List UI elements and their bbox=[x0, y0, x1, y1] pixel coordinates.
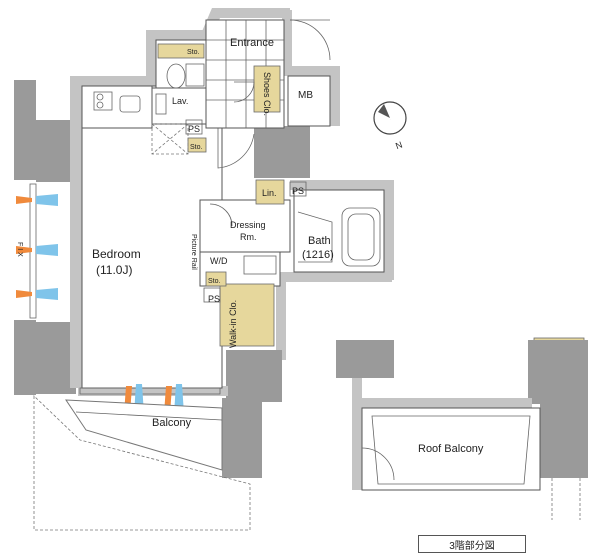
wall-balcony-right bbox=[222, 398, 262, 478]
roof-pillar-left bbox=[336, 340, 394, 378]
sink-icon bbox=[119, 95, 141, 113]
lav-area bbox=[151, 87, 207, 125]
label-storage-top: Sto. bbox=[187, 49, 200, 56]
label-ps-upper: PS bbox=[188, 124, 200, 134]
label-ps-closet: PS bbox=[208, 294, 220, 304]
roof-wall-left bbox=[352, 378, 362, 490]
label-fix: F I X bbox=[16, 242, 23, 257]
dressing-room bbox=[199, 199, 291, 253]
label-ps-bath: PS bbox=[292, 186, 304, 196]
entrance-door-swing bbox=[289, 19, 331, 61]
pillar-left-upper bbox=[36, 120, 76, 182]
walk-in-closet bbox=[219, 283, 275, 347]
mb-room bbox=[287, 75, 331, 127]
label-balcony: Balcony bbox=[152, 417, 192, 429]
label-mb: MB bbox=[298, 90, 313, 101]
label-roof-balcony: Roof Balcony bbox=[418, 443, 484, 455]
wall-bath-top bbox=[290, 180, 390, 190]
roof-balcony-floor bbox=[361, 407, 541, 491]
bathtub-inner bbox=[347, 213, 375, 261]
kitchen-area bbox=[81, 85, 153, 129]
label-storage-wd: Sto. bbox=[208, 278, 221, 285]
label-shoes-closet: Shoes Clo. bbox=[262, 72, 272, 116]
label-north: N bbox=[394, 140, 404, 152]
room-door-swing bbox=[217, 128, 255, 169]
roof-wall-top bbox=[356, 398, 532, 408]
wall-lav-left bbox=[146, 36, 156, 86]
label-bedroom-size: (11.0J) bbox=[96, 263, 132, 277]
wall-lav-top bbox=[146, 30, 218, 40]
exterior-walls bbox=[14, 8, 394, 478]
ps-box-upper bbox=[185, 119, 203, 135]
label-wd: W/D bbox=[210, 256, 228, 266]
wall-mb-right bbox=[330, 66, 340, 126]
label-bath: Bath bbox=[308, 235, 331, 247]
pillar-left-lower bbox=[36, 322, 76, 394]
airflow-left bbox=[16, 194, 58, 300]
roof-door-swing bbox=[361, 447, 395, 481]
label-dressing-rm: Rm. bbox=[240, 232, 257, 242]
roof-balcony-section bbox=[336, 340, 588, 520]
label-entrance: Entrance bbox=[230, 37, 274, 49]
linen-closet bbox=[255, 179, 285, 205]
wall-bedroom-bottom bbox=[78, 386, 228, 396]
bath-room bbox=[293, 189, 385, 273]
ps-box-closet bbox=[203, 287, 221, 303]
wall-kitchen-top bbox=[70, 76, 152, 86]
wall-mb-top bbox=[282, 66, 338, 76]
floor-note: 3階部分図 bbox=[418, 535, 526, 553]
label-storage-lav: Sto. bbox=[190, 144, 203, 151]
wall-entrance-right bbox=[282, 10, 292, 74]
pillar-bottom-right bbox=[226, 350, 282, 402]
washing-machine-space bbox=[151, 123, 189, 155]
fridge-icon bbox=[155, 93, 167, 115]
wall-entrance-top bbox=[200, 8, 290, 40]
wall-bath-bottom bbox=[280, 272, 392, 282]
shoes-door-swing bbox=[233, 81, 255, 103]
wall-bedroom-left bbox=[70, 82, 82, 388]
washer-icon bbox=[243, 255, 277, 275]
stove-icon bbox=[93, 91, 113, 111]
compass-icon bbox=[373, 101, 407, 135]
bathtub-icon bbox=[341, 207, 381, 267]
ps-box-bath bbox=[289, 181, 307, 197]
bedroom-floor bbox=[81, 85, 223, 389]
wall-left-upper bbox=[14, 80, 36, 180]
label-linen: Lin. bbox=[262, 188, 277, 198]
shoes-closet bbox=[253, 65, 281, 113]
roof-pillar-right bbox=[528, 340, 588, 404]
balcony-area bbox=[33, 395, 251, 531]
label-dressing: Dressing bbox=[230, 220, 266, 230]
wall-left-lower bbox=[14, 320, 36, 395]
storage-wd bbox=[205, 271, 227, 287]
label-bedroom: Bedroom bbox=[92, 247, 141, 261]
storage-top bbox=[157, 43, 205, 59]
burner-icon bbox=[96, 101, 104, 109]
bath-door bbox=[297, 211, 333, 263]
burner-icon bbox=[96, 93, 104, 101]
label-lav: Lav. bbox=[172, 96, 188, 106]
wall-closet-right bbox=[276, 272, 286, 360]
lav-sink-icon bbox=[185, 63, 205, 87]
wall-bath-right bbox=[384, 180, 394, 280]
roof-balcony-inner bbox=[371, 415, 531, 485]
dressing-door-swing bbox=[209, 203, 233, 227]
toilet-icon bbox=[166, 63, 186, 89]
label-walk-in-closet: Walk-in Clo. bbox=[228, 300, 238, 348]
label-bath-size: (1216) bbox=[302, 249, 334, 261]
roof-pillar-lower-right bbox=[540, 404, 588, 478]
label-picture-rail: Picture Rail bbox=[190, 234, 197, 270]
pillar-center bbox=[254, 126, 310, 178]
balcony-window bbox=[79, 387, 221, 395]
